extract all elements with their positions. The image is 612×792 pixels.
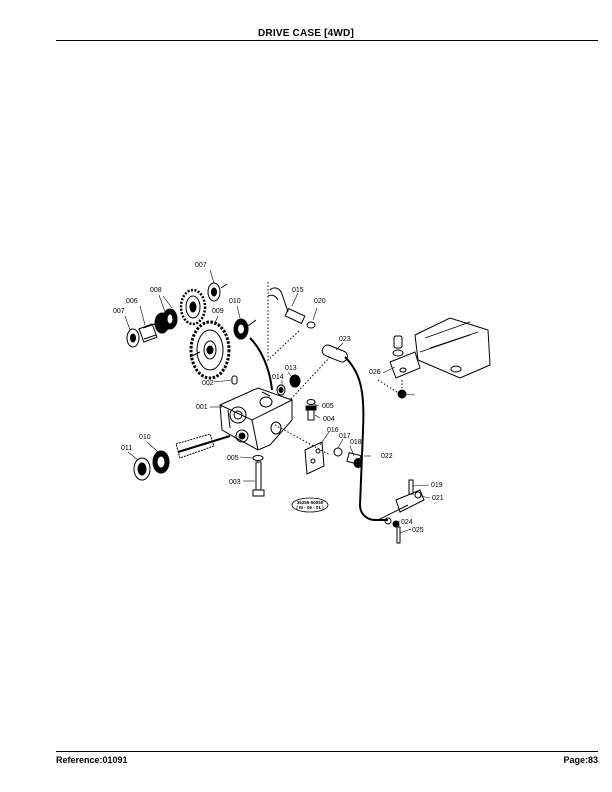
bracket-020 [377, 479, 425, 544]
svg-text:( M - 06 - 01 ): ( M - 06 - 01 ) [296, 505, 324, 510]
svg-text:35255-50050: 35255-50050 [297, 500, 324, 505]
page-number: Page:83 [563, 755, 598, 765]
bolt-003 [252, 455, 265, 497]
part-label-007-top: 007 [195, 262, 207, 269]
shift-rod-021 [321, 344, 388, 521]
bearing-010-right [233, 318, 257, 340]
diagram-stamp: 35255-50050 ( M - 06 - 01 ) [291, 497, 329, 513]
bracket-015 [304, 441, 325, 475]
part-label-010-top: 010 [229, 298, 241, 305]
part-label-008: 008 [150, 287, 162, 294]
shift-fork-014 [267, 287, 306, 325]
part-label-005-right: 005 [322, 403, 334, 410]
part-label-014: 015 [292, 287, 304, 294]
part-label-017: 018 [350, 439, 362, 446]
part-label-024: 025 [412, 527, 424, 534]
output-shaft [133, 433, 231, 481]
part-label-023: 024 [401, 519, 413, 526]
part-label-016: 017 [339, 433, 351, 440]
part-label-006: 006 [126, 298, 138, 305]
part-label-003: 003 [229, 479, 241, 486]
part-label-002: 002 [202, 380, 214, 387]
part-labels: 007 008 006 007 009 010 015 020 023 013 … [113, 262, 444, 534]
bearing-007-left [126, 328, 140, 348]
part-label-007-left: 007 [113, 308, 125, 315]
part-label-004: 004 [323, 416, 335, 423]
part-label-020: 021 [432, 495, 444, 502]
reference-number: Reference:01091 [56, 755, 128, 765]
needle-bearing-008 [154, 308, 178, 334]
collar-006 [138, 323, 158, 343]
part-label-018: 019 [431, 482, 443, 489]
part-label-021: 022 [381, 453, 393, 460]
part-label-013: 014 [272, 374, 284, 381]
header-rule [56, 40, 598, 41]
page-title: DRIVE CASE [4WD] [258, 28, 354, 39]
frame-mount [377, 317, 491, 399]
gear-upper [179, 288, 207, 326]
part-label-012: 013 [285, 365, 297, 372]
part-label-009: 009 [212, 308, 224, 315]
gear-009 [189, 320, 231, 380]
part-label-001: 001 [196, 404, 208, 411]
part-label-005-bottom: 005 [227, 455, 239, 462]
part-label-025: 026 [369, 369, 381, 376]
part-label-019: 020 [314, 298, 326, 305]
footer-rule [56, 751, 598, 752]
bearing-007-top [207, 282, 221, 302]
drive-case-001 [219, 387, 293, 451]
part-label-022: 023 [339, 336, 351, 343]
clip-019 [306, 321, 316, 329]
part-label-015: 016 [327, 427, 339, 434]
bolt-004 [305, 405, 317, 421]
part-label-011: 011 [121, 445, 132, 452]
part-label-010-bottom: 010 [139, 434, 151, 441]
